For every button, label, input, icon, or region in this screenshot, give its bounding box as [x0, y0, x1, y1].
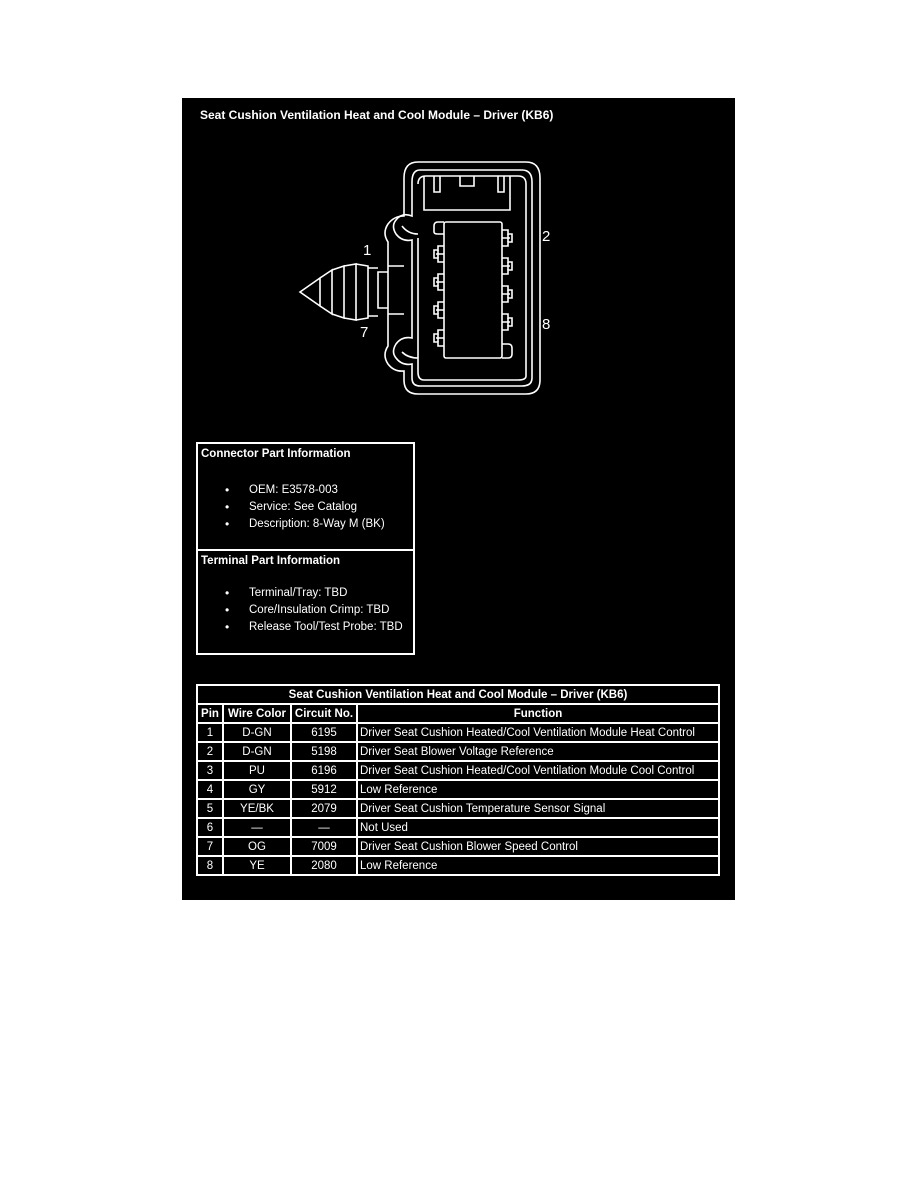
cell-function: Driver Seat Cushion Temperature Sensor S…: [358, 800, 718, 817]
cell-function: Driver Seat Cushion Heated/Cool Ventilat…: [358, 724, 718, 741]
table-row: 1 D-GN 6195 Driver Seat Cushion Heated/C…: [198, 724, 718, 741]
connector-face-diagram: 1 2 7 8: [290, 158, 570, 408]
cell-pin: 6: [198, 819, 222, 836]
terminal-info-heading: Terminal Part Information: [201, 555, 341, 567]
connector-info-description: Description: 8-Way M (BK): [198, 516, 385, 533]
cell-wire-color: GY: [224, 781, 290, 798]
cell-pin: 2: [198, 743, 222, 760]
connector-info-oem: OEM: E3578-003: [198, 482, 385, 499]
pin-label-8: 8: [542, 316, 551, 333]
cell-pin: 7: [198, 838, 222, 855]
part-information-box: Connector Part Information OEM: E3578-00…: [196, 442, 415, 655]
cell-pin: 4: [198, 781, 222, 798]
header-function: Function: [358, 705, 718, 722]
cell-pin: 5: [198, 800, 222, 817]
table-row: 2 D-GN 5198 Driver Seat Blower Voltage R…: [198, 743, 718, 760]
header-circuit-no: Circuit No.: [292, 705, 356, 722]
cell-wire-color: D-GN: [224, 724, 290, 741]
cell-pin: 8: [198, 857, 222, 874]
header-wire-color: Wire Color: [224, 705, 290, 722]
connector-info-list: OEM: E3578-003 Service: See Catalog Desc…: [198, 482, 385, 533]
cell-function: Driver Seat Blower Voltage Reference: [358, 743, 718, 760]
cell-function: Low Reference: [358, 781, 718, 798]
table-row: 3 PU 6196 Driver Seat Cushion Heated/Coo…: [198, 762, 718, 779]
terminal-info-tool: Release Tool/Test Probe: TBD: [198, 619, 403, 636]
table-row: 6 — — Not Used: [198, 819, 718, 836]
header-pin: Pin: [198, 705, 222, 722]
cell-function: Driver Seat Cushion Heated/Cool Ventilat…: [358, 762, 718, 779]
pinout-table: Seat Cushion Ventilation Heat and Cool M…: [196, 684, 720, 876]
terminal-info-tray: Terminal/Tray: TBD: [198, 585, 403, 602]
cell-circuit: 6196: [292, 762, 356, 779]
cell-circuit: —: [292, 819, 356, 836]
connector-info-service: Service: See Catalog: [198, 499, 385, 516]
terminal-info-list: Terminal/Tray: TBD Core/Insulation Crimp…: [198, 585, 403, 636]
pin-label-2: 2: [542, 228, 551, 245]
cell-circuit: 7009: [292, 838, 356, 855]
table-header-row: Pin Wire Color Circuit No. Function: [198, 705, 718, 722]
table-row: 5 YE/BK 2079 Driver Seat Cushion Tempera…: [198, 800, 718, 817]
cell-function: Driver Seat Cushion Blower Speed Control: [358, 838, 718, 855]
cell-wire-color: PU: [224, 762, 290, 779]
table-row: 7 OG 7009 Driver Seat Cushion Blower Spe…: [198, 838, 718, 855]
cell-circuit: 2080: [292, 857, 356, 874]
cell-wire-color: OG: [224, 838, 290, 855]
pin-label-1: 1: [363, 242, 372, 259]
cell-circuit: 6195: [292, 724, 356, 741]
cell-circuit: 5198: [292, 743, 356, 760]
terminal-info-crimp: Core/Insulation Crimp: TBD: [198, 602, 403, 619]
table-title: Seat Cushion Ventilation Heat and Cool M…: [198, 686, 718, 703]
cell-circuit: 5912: [292, 781, 356, 798]
connector-part-information: Connector Part Information OEM: E3578-00…: [198, 444, 413, 551]
cell-function: Low Reference: [358, 857, 718, 874]
cell-circuit: 2079: [292, 800, 356, 817]
cell-pin: 1: [198, 724, 222, 741]
cell-wire-color: D-GN: [224, 743, 290, 760]
page-title: Seat Cushion Ventilation Heat and Cool M…: [200, 108, 554, 122]
connector-info-heading: Connector Part Information: [201, 448, 351, 460]
cell-wire-color: YE: [224, 857, 290, 874]
pin-label-7: 7: [360, 324, 369, 341]
table-row: 8 YE 2080 Low Reference: [198, 857, 718, 874]
cell-pin: 3: [198, 762, 222, 779]
table-title-row: Seat Cushion Ventilation Heat and Cool M…: [198, 686, 718, 703]
cell-wire-color: YE/BK: [224, 800, 290, 817]
cell-function: Not Used: [358, 819, 718, 836]
cell-wire-color: —: [224, 819, 290, 836]
table-row: 4 GY 5912 Low Reference: [198, 781, 718, 798]
connector-document-panel: Seat Cushion Ventilation Heat and Cool M…: [182, 98, 735, 900]
connector-outline-icon: [298, 161, 541, 395]
